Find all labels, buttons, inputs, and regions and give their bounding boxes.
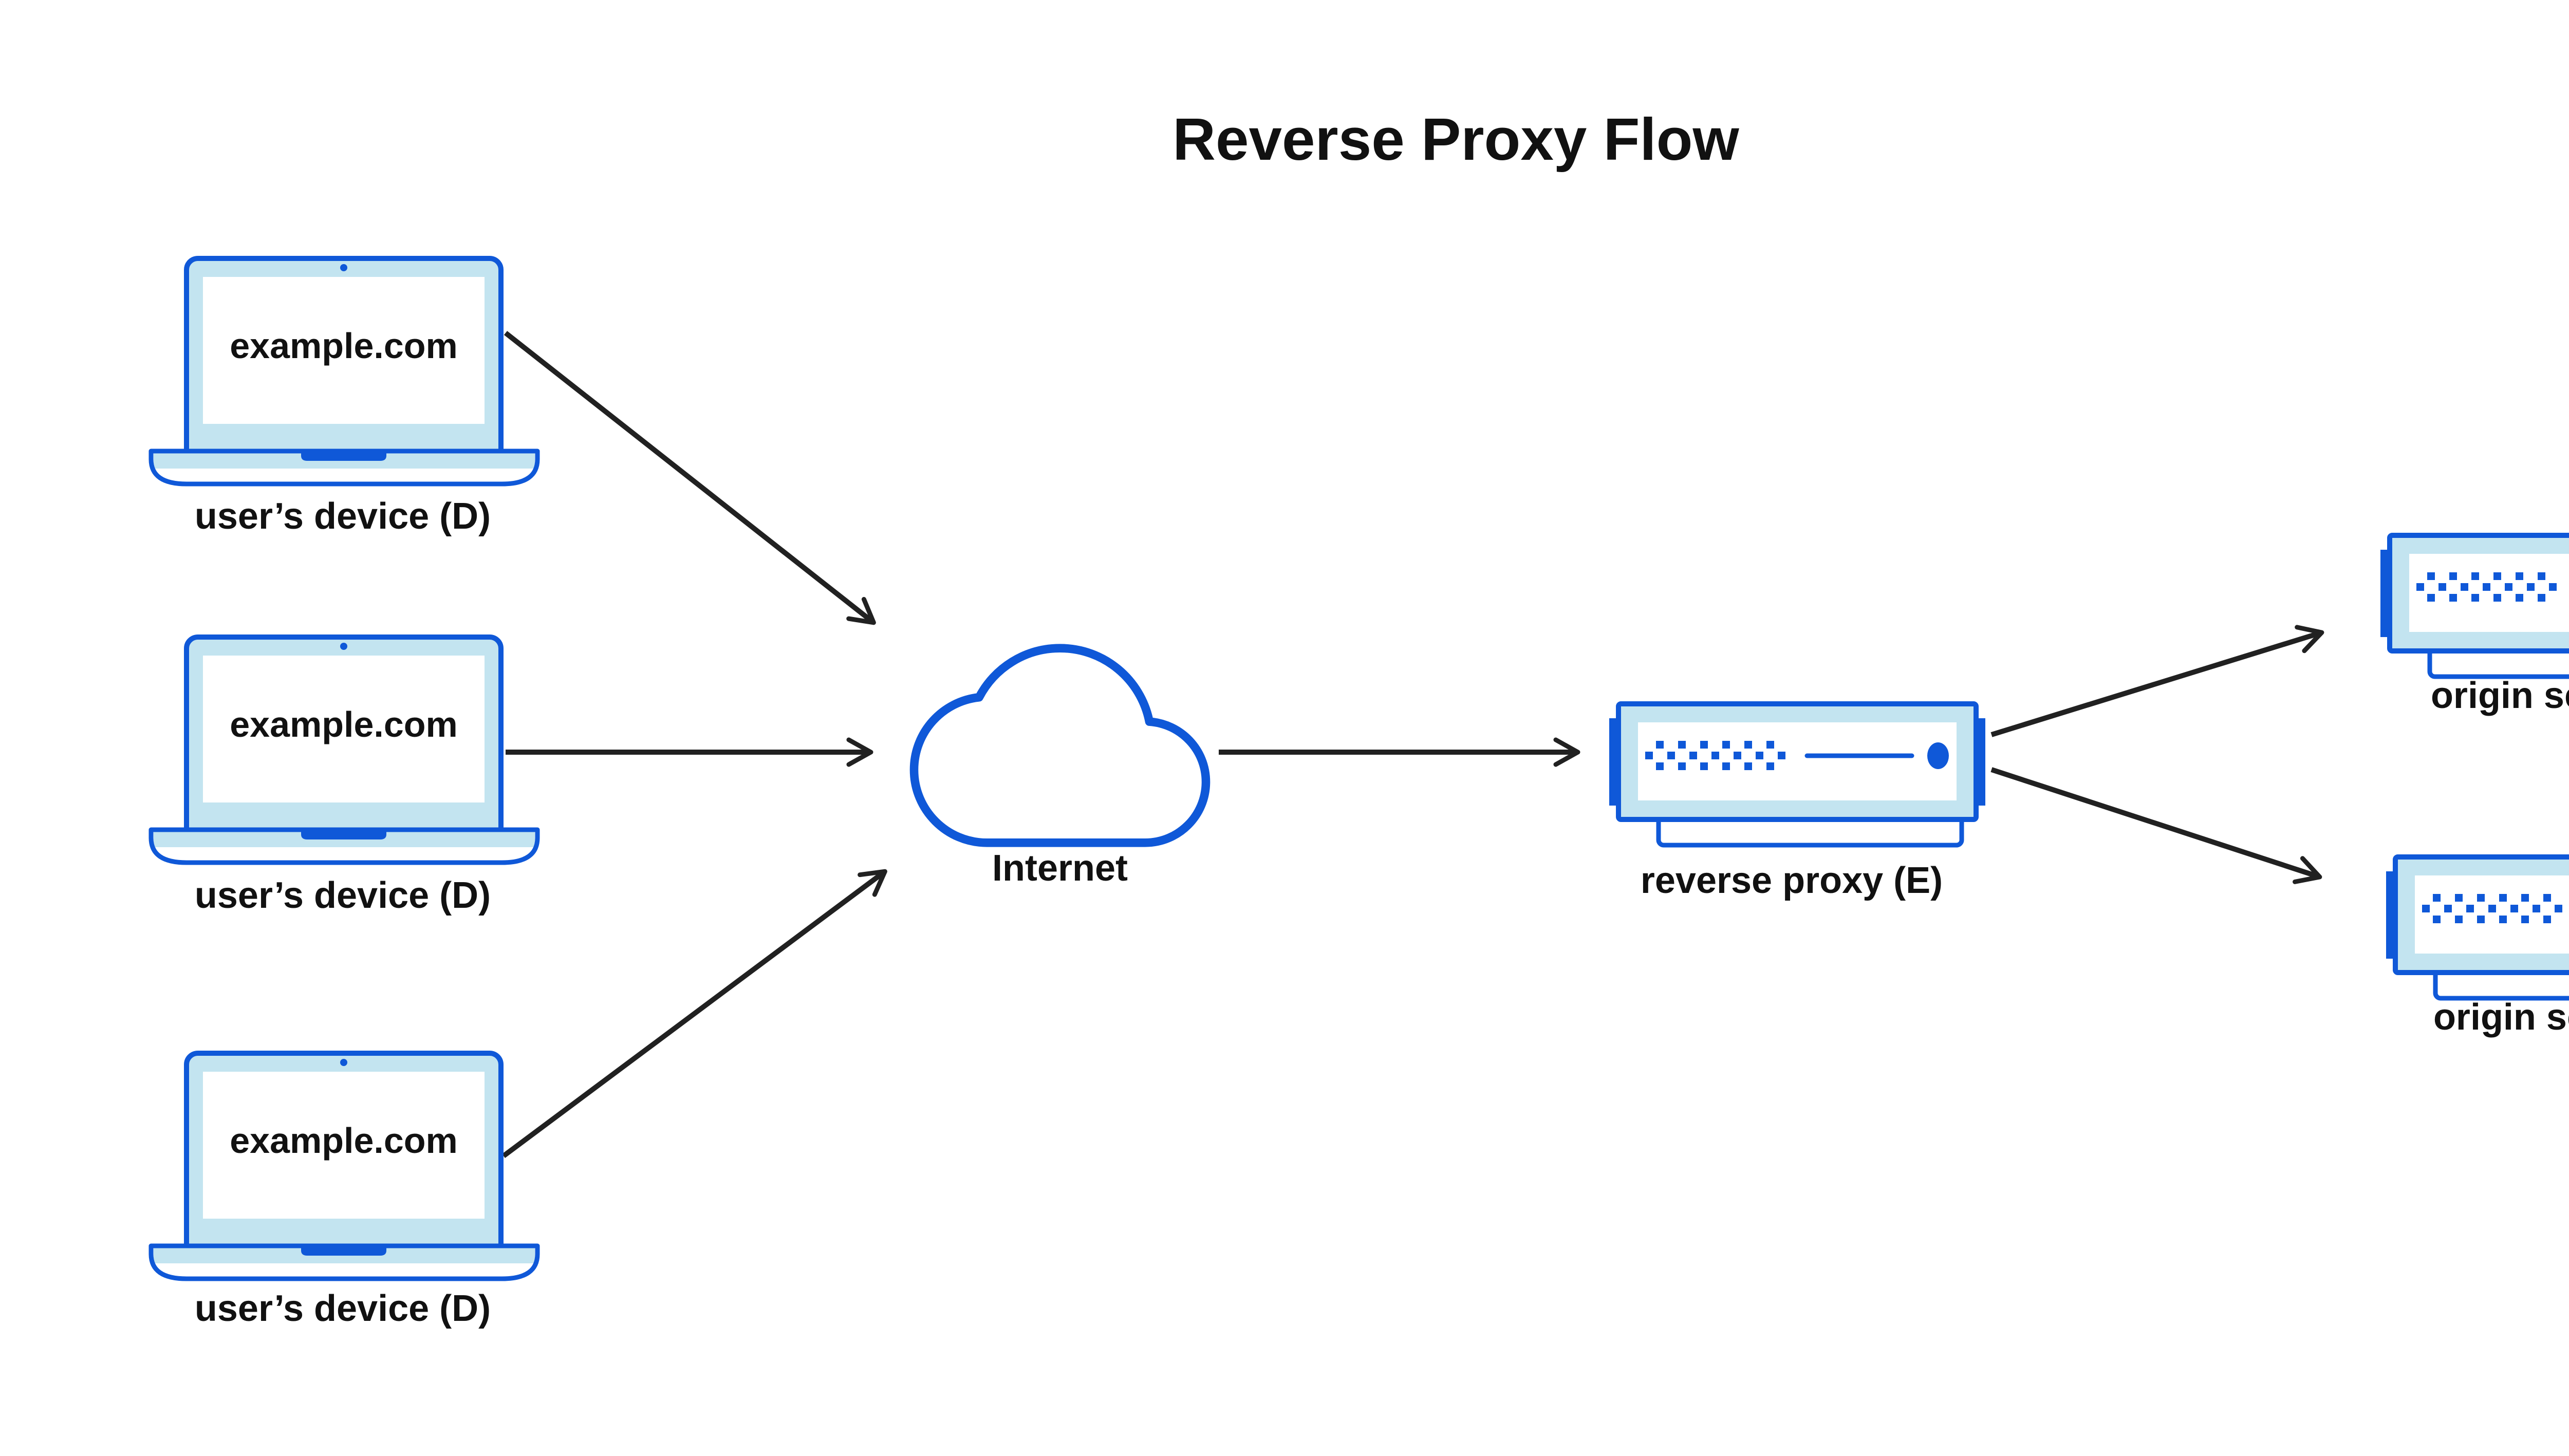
reverse-proxy-label: reverse proxy (E) <box>1640 860 1943 901</box>
arrow-proxy-to-origin1 <box>1990 625 2324 737</box>
device-screen-text: example.com <box>230 1121 458 1161</box>
page-title: Reverse Proxy Flow <box>1172 106 1739 173</box>
user-device-2: example.com <box>146 634 542 866</box>
user-device-3: example.com <box>146 1051 542 1282</box>
origin-server-1 <box>2378 535 2569 684</box>
arrow-device3-to-internet <box>502 869 887 1159</box>
laptop-icon <box>146 1051 542 1282</box>
user-device-3-label: user’s device (D) <box>194 1288 491 1329</box>
arrow-proxy-to-origin2 <box>1990 767 2322 884</box>
device-screen-text: example.com <box>230 326 458 366</box>
user-device-2-label: user’s device (D) <box>194 875 491 916</box>
internet-label: Internet <box>992 848 1128 889</box>
arrow-device1-to-internet <box>504 331 876 625</box>
laptop-icon <box>146 634 542 866</box>
device-screen-text: example.com <box>230 704 458 744</box>
user-device-1-label: user’s device (D) <box>194 496 491 537</box>
reverse-proxy <box>1607 704 1987 853</box>
internet-cloud-icon <box>909 644 1211 847</box>
origin-server-2-label: origin server (F) <box>2433 997 2569 1038</box>
origin-server-1-label: origin server (F) <box>2430 675 2569 716</box>
user-device-1: example.com <box>146 256 542 487</box>
server-icon <box>2384 857 2569 1006</box>
server-icon <box>2378 535 2569 684</box>
origin-server-2 <box>2384 857 2569 1006</box>
laptop-icon <box>146 256 542 487</box>
server-icon <box>1607 704 1987 853</box>
